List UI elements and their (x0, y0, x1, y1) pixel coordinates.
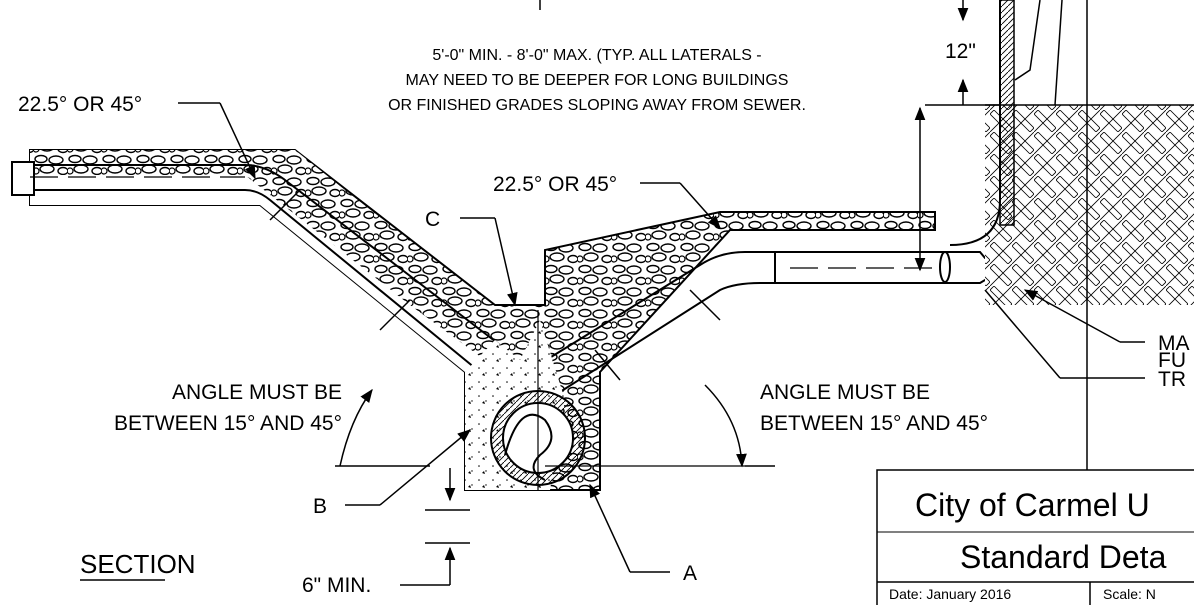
depth-note-line2: MAY NEED TO BE DEEPER FOR LONG BUILDINGS (406, 72, 789, 89)
dimension-lines (335, 0, 1000, 586)
title-block: City of Carmel U Standard Deta Date: Jan… (876, 469, 1194, 605)
gravel-bedding (29, 149, 936, 491)
angle-rule-right-line2: BETWEEN 15° AND 45° (760, 412, 988, 435)
depth-note-line1: 5'-0" MIN. - 8'-0" MAX. (TYP. ALL LATERA… (432, 47, 761, 64)
main-sewer-pipe (465, 310, 586, 490)
angle-rule-left-line2: BETWEEN 15° AND 45° (114, 412, 342, 435)
title-block-line1: City of Carmel U (915, 487, 1150, 523)
angle-middle-label: 22.5° OR 45° (493, 173, 617, 196)
label-a: A (683, 562, 697, 585)
title-block-line2: Standard Deta (960, 539, 1167, 575)
angle-rule-right-line1: ANGLE MUST BE (760, 381, 930, 404)
section-title: SECTION (80, 549, 196, 579)
callout-ma: MA (1158, 332, 1190, 355)
dim-6in-min-label: 6" MIN. (302, 574, 371, 597)
label-c: C (425, 208, 440, 231)
building-wall (949, 0, 1194, 485)
depth-note-line3: OR FINISHED GRADES SLOPING AWAY FROM SEW… (388, 97, 806, 114)
title-block-scale: Scale: N (1103, 586, 1156, 602)
title-block-date: Date: January 2016 (889, 586, 1011, 602)
callout-tr: TR (1158, 368, 1186, 391)
angle-rule-left-line1: ANGLE MUST BE (172, 381, 342, 404)
leader-lines (178, 102, 1145, 573)
left-lateral-pipe (11, 161, 501, 369)
callout-fu: FU (1158, 349, 1186, 372)
dim-12in-label: 12" (945, 40, 976, 63)
label-b: B (313, 495, 327, 518)
angle-top-left-label: 22.5° OR 45° (18, 93, 142, 116)
